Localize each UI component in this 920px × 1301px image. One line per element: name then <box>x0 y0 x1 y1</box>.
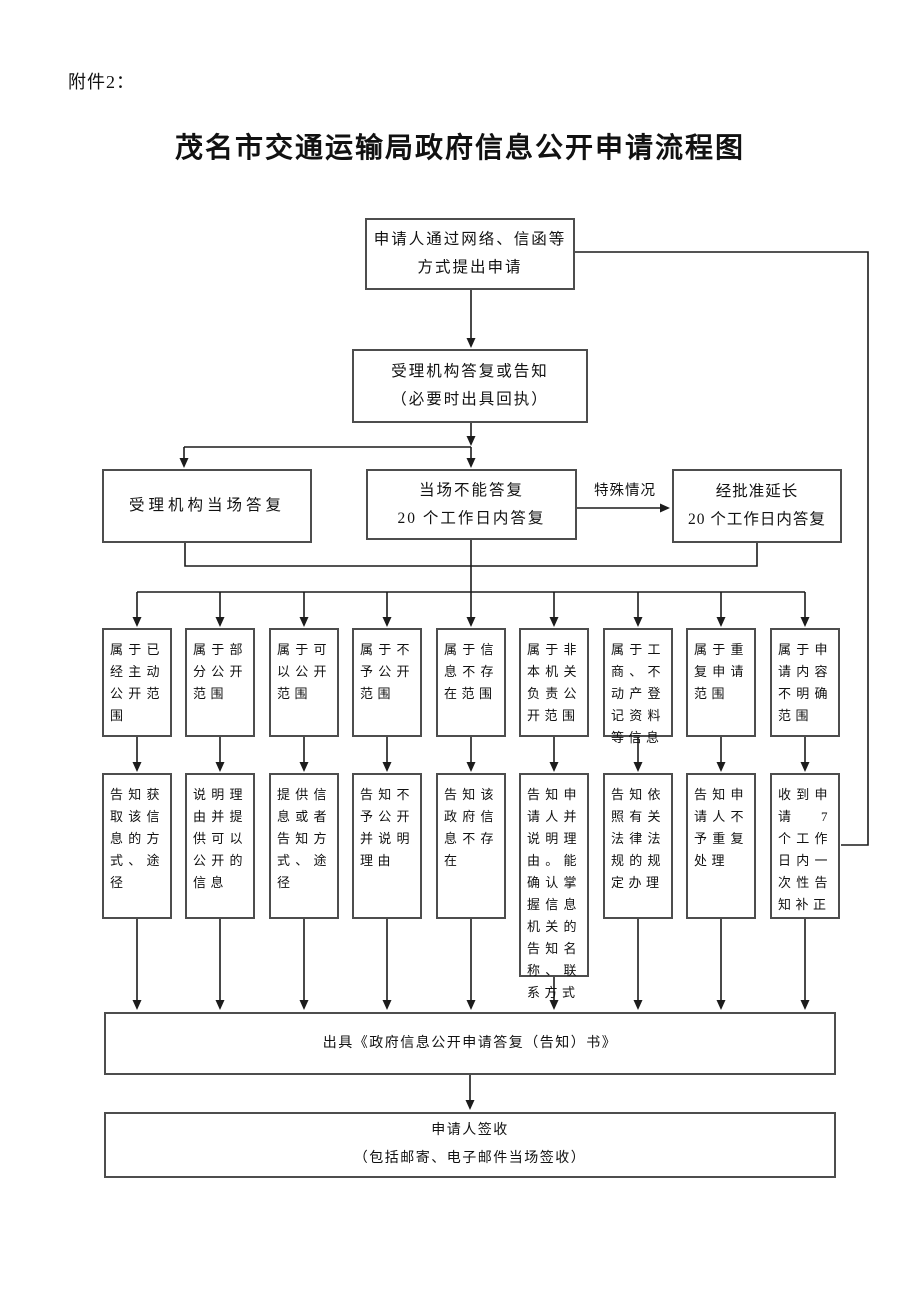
node-category-6: 属于非本机关负责公开范围 <box>519 628 589 737</box>
node-category-7: 属于工商、不动产登记资料等信息 <box>603 628 673 745</box>
node-category-5: 属于信息不存在范围 <box>436 628 506 737</box>
node-action-3: 提供信息或者告知方式、途径 <box>269 773 339 919</box>
node-issue-letter: 出具《政府信息公开申请答复（告知）书》 <box>104 1012 836 1075</box>
attachment-label: 附件2： <box>68 72 135 92</box>
node-action-9: 收到申请 7 个工作日内一次性告知补正 <box>770 773 840 919</box>
node-category-1: 属于已经主动公开范围 <box>102 628 172 737</box>
connector-merge <box>184 543 758 567</box>
node-action-6: 告知申请人并说明理由。能确认掌握信息机关的告知名称、联系方式 <box>519 773 589 1000</box>
node-action-7: 告知依照有关法律法规的规定办理 <box>603 773 673 919</box>
node-category-9: 属于申请内容不明确范围 <box>770 628 840 737</box>
node-extend-reply: 经批准延长 20 个工作日内答复 <box>672 469 842 543</box>
node-action-5: 告知该政府信息不存在 <box>436 773 506 919</box>
node-category-3: 属于可以公开范围 <box>269 628 339 737</box>
node-action-1: 告知获取该信息的方式、途径 <box>102 773 172 919</box>
page-title: 茂名市交通运输局政府信息公开申请流程图 <box>174 132 745 163</box>
node-category-4: 属于不予公开范围 <box>352 628 422 737</box>
node-apply: 申请人通过网络、信函等 方式提出申请 <box>365 218 575 290</box>
node-action-4: 告知不予公开并说明理由 <box>352 773 422 919</box>
node-onsite-reply: 受理机构当场答复 <box>102 469 312 543</box>
node-cannot-reply: 当场不能答复 20 个工作日内答复 <box>366 469 577 540</box>
node-applicant-sign: 申请人签收 （包括邮寄、电子邮件当场签收） <box>104 1112 836 1178</box>
connector-feedback-loop <box>575 251 869 846</box>
node-action-8: 告知申请人不予重复处理 <box>686 773 756 919</box>
node-action-2: 说明理由并提供可以公开的信息 <box>185 773 255 919</box>
node-category-8: 属于重复申请范围 <box>686 628 756 737</box>
special-case-label: 特殊情况 <box>594 483 656 499</box>
node-category-2: 属于部分公开范围 <box>185 628 255 737</box>
node-reply-notify: 受理机构答复或告知 （必要时出具回执） <box>352 349 588 423</box>
